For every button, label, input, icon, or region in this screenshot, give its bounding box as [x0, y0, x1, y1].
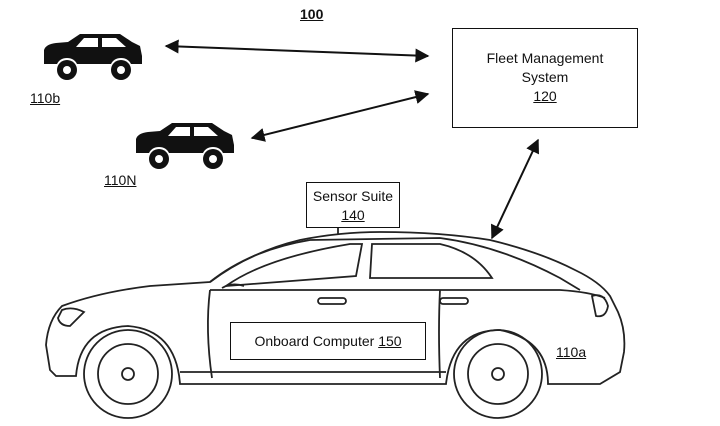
large-car-drawing: [45, 231, 626, 419]
sensor-suite-ref: 140: [341, 207, 365, 223]
small-car-icon: [44, 34, 142, 80]
fleet-management-box: Fleet Management System 120: [452, 28, 638, 128]
figure-number: 100: [300, 6, 324, 22]
fleet-management-ref: 120: [533, 88, 557, 104]
onboard-computer-box: Onboard Computer 150: [230, 322, 426, 360]
arrow-110a-to-fleet: [491, 138, 539, 240]
fleet-management-title: Fleet Management System: [486, 50, 604, 85]
sensor-suite-box: Sensor Suite 140: [306, 182, 400, 228]
vehicle-ref-110b: 110b: [30, 90, 61, 106]
onboard-computer-ref: 150: [378, 333, 402, 349]
vehicle-ref-110N: 110N: [104, 172, 137, 188]
onboard-computer-title: Onboard Computer: [254, 333, 375, 349]
small-car-icon: [136, 123, 234, 169]
arrow-110b-to-fleet: [164, 39, 430, 63]
arrow-110N-to-fleet: [250, 90, 430, 142]
vehicle-ref-110a: 110a: [556, 344, 587, 360]
sensor-suite-title: Sensor Suite: [312, 188, 394, 204]
